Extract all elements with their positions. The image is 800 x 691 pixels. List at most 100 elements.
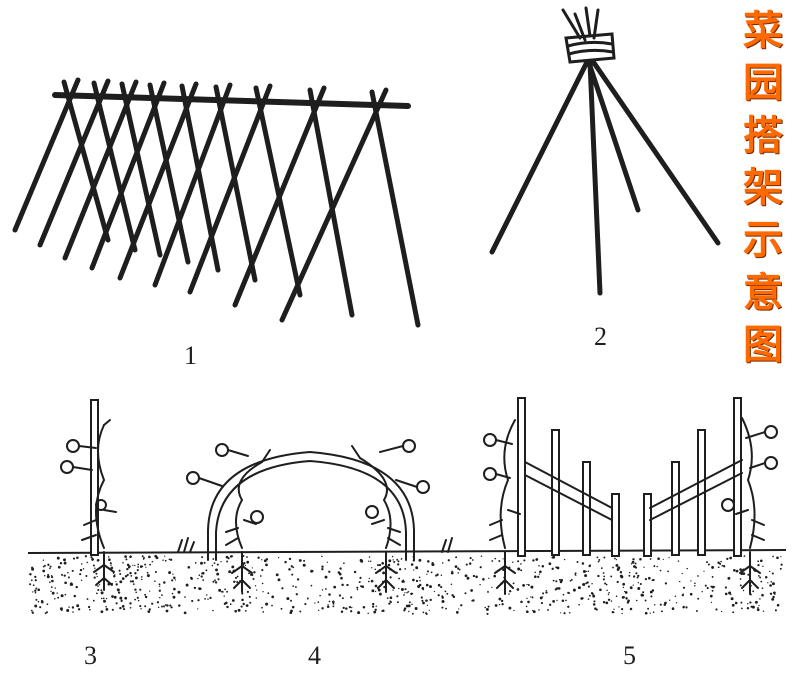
soil-dot xyxy=(455,556,458,559)
soil-dot xyxy=(735,569,739,573)
soil-dot xyxy=(146,571,149,574)
aframe-pole-right-8 xyxy=(307,87,355,318)
soil-dot xyxy=(752,590,755,593)
soil-dot xyxy=(31,567,35,571)
soil-dot xyxy=(218,588,222,592)
grass-tufts xyxy=(177,537,453,553)
soil-dot xyxy=(659,603,662,606)
soil-dot xyxy=(769,584,772,587)
soil-dot xyxy=(140,608,142,610)
soil-dot xyxy=(554,588,557,591)
soil-dot xyxy=(35,587,38,590)
soil-dot xyxy=(261,569,264,572)
soil-dot xyxy=(774,593,776,595)
soil-dot xyxy=(410,563,414,566)
soil-dot xyxy=(67,576,70,579)
soil-dot xyxy=(757,606,759,609)
soil-dot xyxy=(508,593,510,595)
soil-dot xyxy=(649,612,651,614)
soil-dot xyxy=(513,609,515,612)
soil-dot xyxy=(115,602,118,605)
soil-dot xyxy=(310,569,314,573)
soil-dot xyxy=(205,569,208,572)
soil-dot xyxy=(452,595,456,599)
soil-dot xyxy=(610,575,613,578)
soil-dot xyxy=(246,556,248,558)
soil-dot xyxy=(149,563,152,566)
soil-dot xyxy=(771,572,774,575)
aframe-pole-left-5 xyxy=(117,81,199,281)
soil-dot xyxy=(631,560,635,564)
soil-dot xyxy=(776,556,779,560)
soil-dot xyxy=(236,575,239,578)
soil-dot xyxy=(185,583,189,587)
soil-dot xyxy=(290,609,293,613)
soil-dot xyxy=(252,577,255,581)
soil-dot xyxy=(172,595,176,599)
soil-dot xyxy=(296,578,300,581)
soil-dot xyxy=(194,562,197,564)
soil-dot xyxy=(115,583,118,586)
soil-dot xyxy=(64,593,67,596)
soil-dot xyxy=(396,595,399,598)
soil-dot xyxy=(132,583,135,585)
soil-dot xyxy=(486,612,489,615)
soil-dot xyxy=(233,580,236,584)
soil-dot xyxy=(412,578,415,582)
soil-dot xyxy=(41,600,44,604)
soil-dot xyxy=(372,602,375,606)
soil-dot xyxy=(488,577,490,579)
soil-dot xyxy=(722,565,726,568)
soil-dot xyxy=(635,599,638,602)
soil-dot xyxy=(436,573,439,576)
soil-dot xyxy=(214,581,218,584)
soil-dot xyxy=(79,568,83,572)
soil-dot xyxy=(761,587,764,590)
soil-dot xyxy=(411,613,414,615)
soil-dot xyxy=(694,585,696,587)
soil-dot xyxy=(548,562,552,566)
soil-dot xyxy=(706,587,709,590)
teepee-pole-mid xyxy=(587,59,603,296)
soil-dot xyxy=(719,562,722,565)
soil-dot xyxy=(724,592,728,596)
soil-dot xyxy=(332,605,335,608)
soil-dot xyxy=(103,599,106,603)
soil-dot xyxy=(321,555,323,558)
soil-dot xyxy=(151,560,154,563)
soil-dot xyxy=(126,567,129,571)
soil-dot xyxy=(378,563,382,567)
soil-dot xyxy=(600,567,603,570)
soil-dot xyxy=(118,569,121,572)
soil-dot xyxy=(165,609,169,613)
aframe-pole-right-6 xyxy=(213,84,258,283)
soil-dot xyxy=(226,605,229,609)
teepee-pole-right xyxy=(589,57,721,246)
soil-dot xyxy=(125,558,128,561)
soil-dot xyxy=(414,607,418,610)
soil-dot xyxy=(429,598,432,602)
soil-dot xyxy=(389,596,393,600)
soil-dot xyxy=(151,602,154,605)
soil-dot xyxy=(720,560,722,563)
soil-dot xyxy=(404,592,406,594)
stake-pole xyxy=(90,399,99,556)
fence-post-5 xyxy=(643,493,652,557)
soil-dot xyxy=(730,597,734,601)
soil-dot xyxy=(261,582,264,585)
soil-dot xyxy=(707,563,710,566)
soil-dot xyxy=(321,568,324,571)
aframe-pole-left-4 xyxy=(89,80,167,271)
soil-dot xyxy=(779,567,782,570)
soil-dot xyxy=(324,575,328,579)
soil-dot xyxy=(82,568,85,570)
soil-dot xyxy=(386,597,389,599)
soil-dot xyxy=(685,606,688,609)
soil-dot xyxy=(211,564,214,567)
soil-dot xyxy=(85,574,88,578)
soil-dot xyxy=(229,603,232,606)
soil-dot xyxy=(87,605,91,609)
soil-dot xyxy=(332,602,335,605)
soil-dot xyxy=(117,591,121,594)
soil-dot xyxy=(288,557,292,561)
